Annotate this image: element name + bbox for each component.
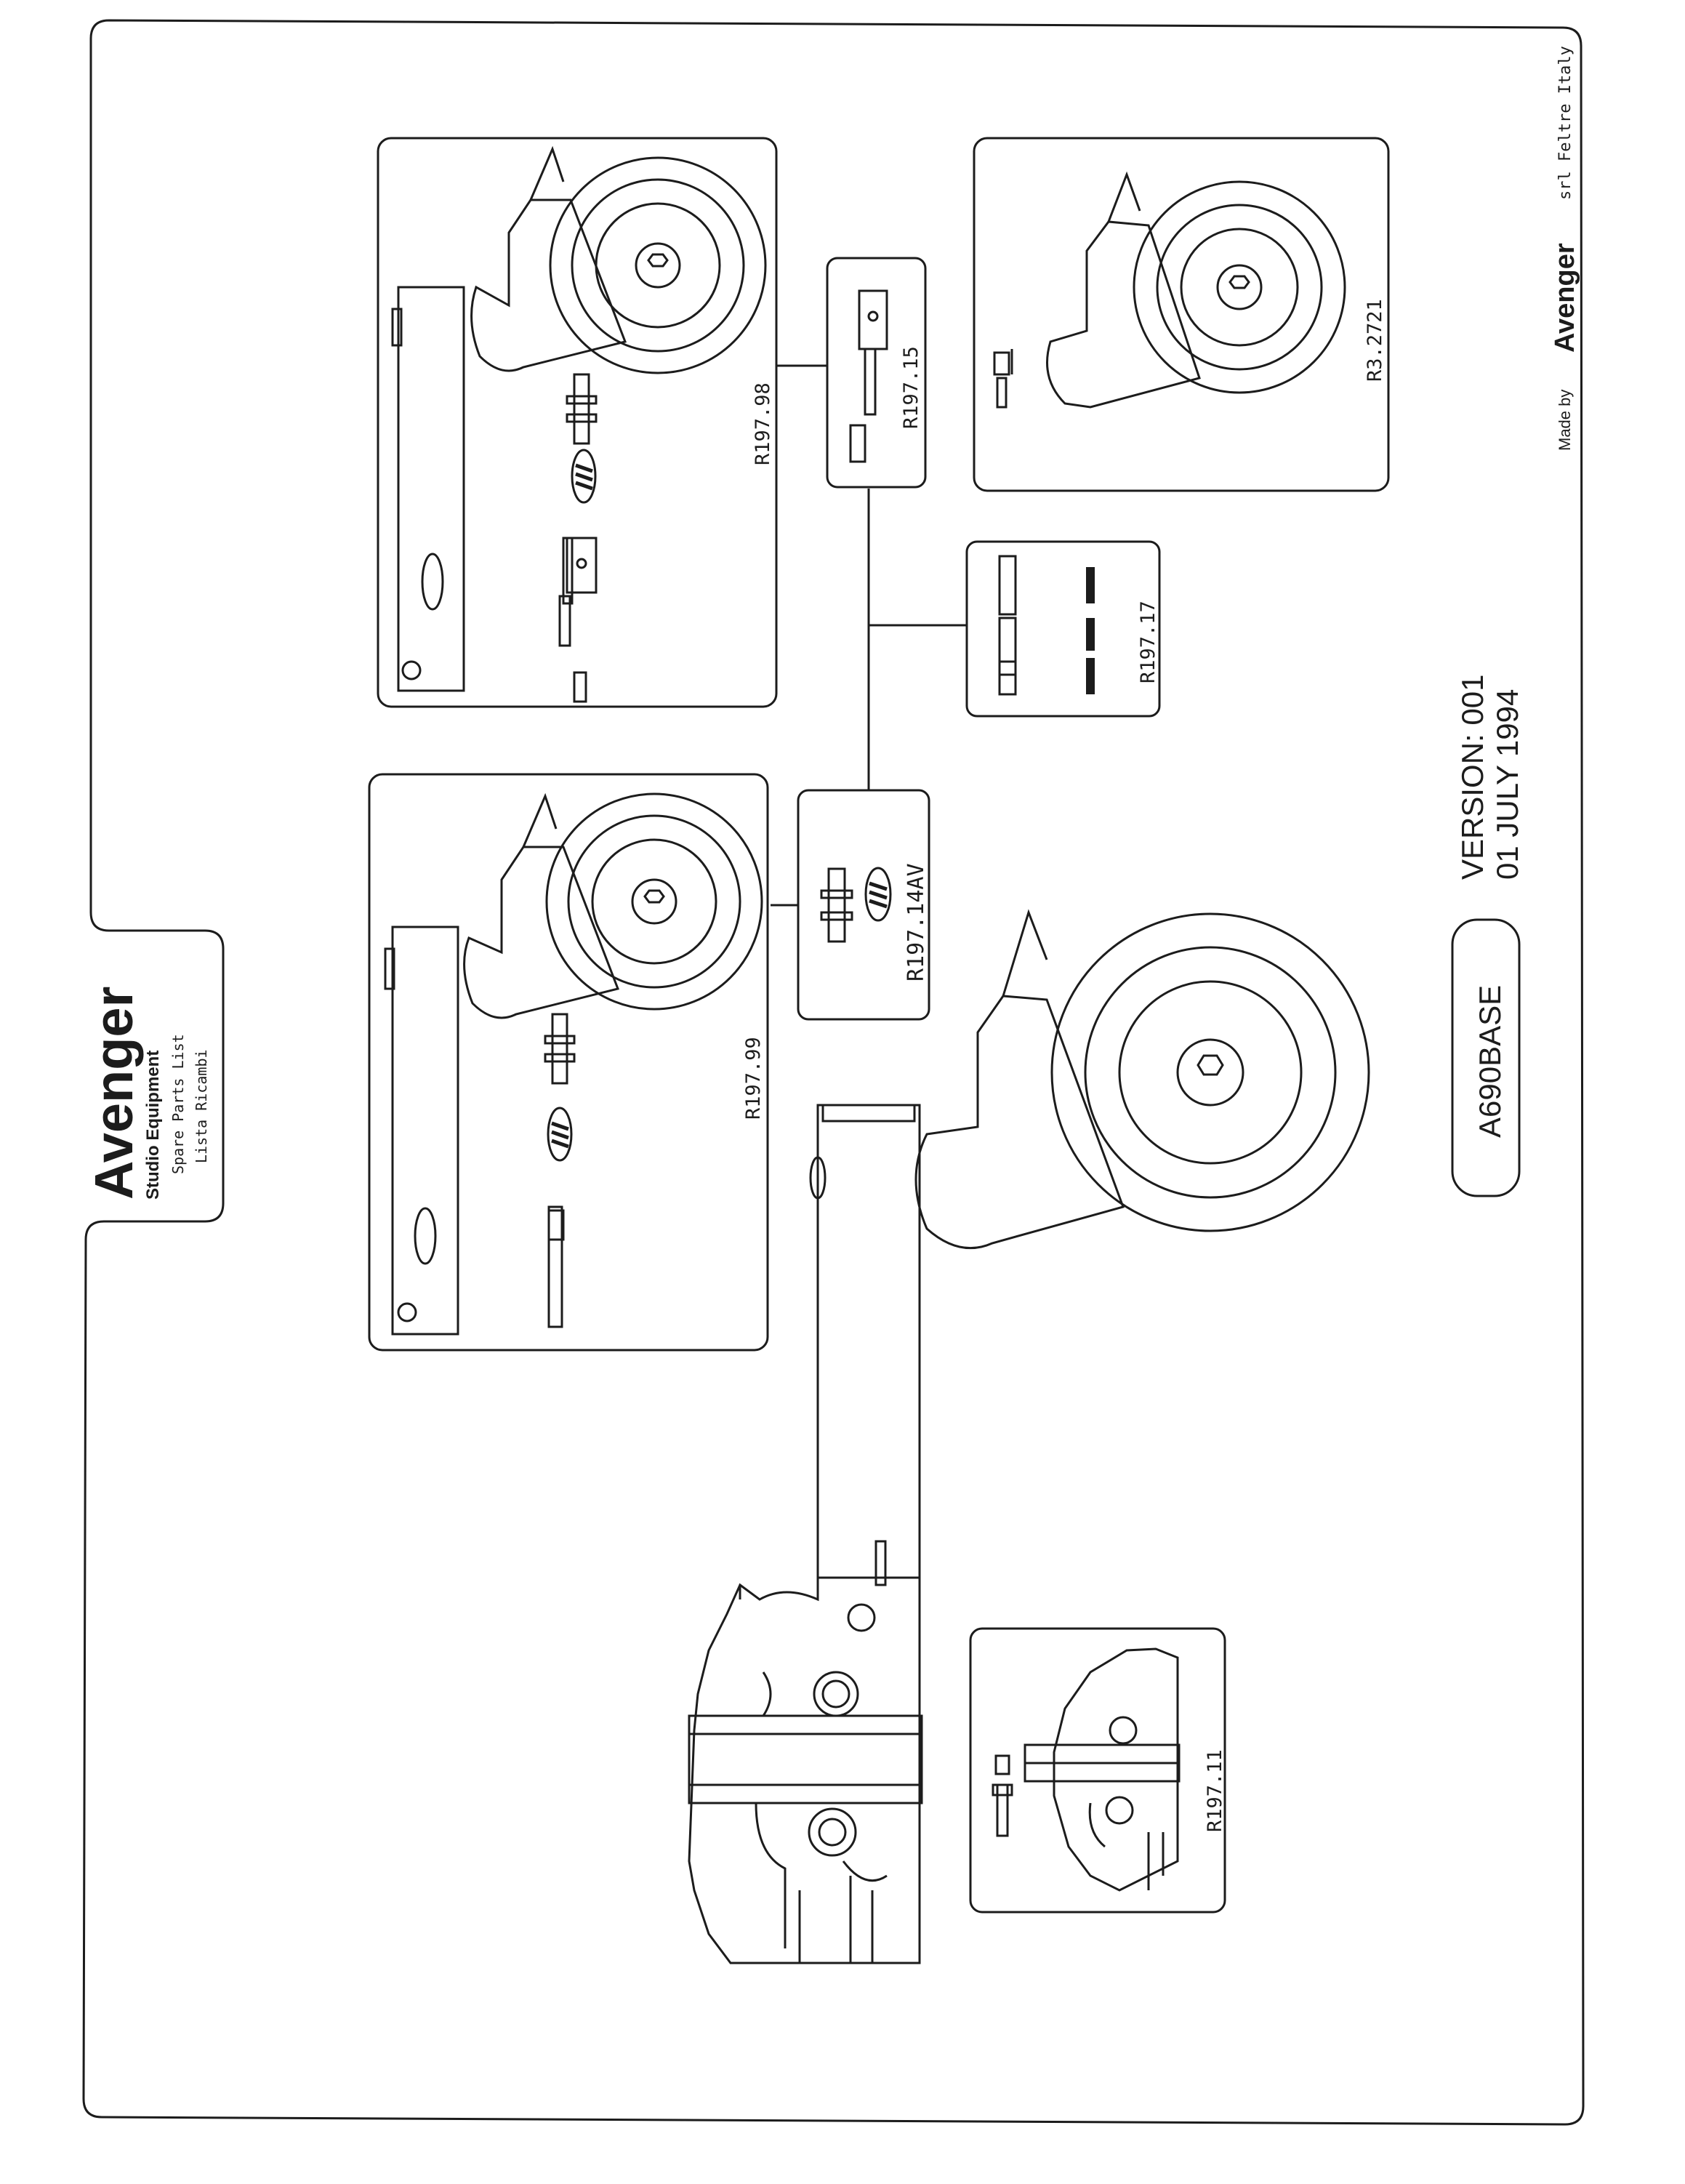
- part-code-r197-99: R197.99: [742, 1037, 765, 1120]
- connector-lines: [771, 364, 967, 907]
- title-block: Avenger Studio Equipment Spare Parts Lis…: [84, 987, 210, 1200]
- footer-credit: Made by Avenger srl Feltre Italy: [1550, 46, 1580, 451]
- version-label: VERSION: 001: [1455, 675, 1489, 880]
- part-code-r197-15: R197.15: [900, 346, 922, 429]
- part-code-r197-17: R197.17: [1137, 601, 1159, 683]
- maker-location: srl Feltre Italy: [1556, 46, 1575, 200]
- part-box-r197-15: [826, 257, 927, 489]
- part-box-r197-99: [368, 773, 769, 1352]
- part-code-r197-98: R197.98: [752, 382, 774, 465]
- page-border: [82, 19, 1585, 2126]
- part-code-r197-11: R197.11: [1204, 1749, 1226, 1832]
- part-box-r3-2721: [973, 137, 1390, 492]
- part-box-r197-11: [969, 1627, 1226, 1914]
- part-box-r197-17: [965, 540, 1161, 718]
- spare-parts-list-label: Spare Parts List: [169, 1034, 187, 1174]
- part-box-r197-14av: [797, 789, 930, 1021]
- brand-title: Avenger: [84, 987, 144, 1200]
- studio-equipment-label: Studio Equipment: [143, 1051, 163, 1200]
- main-assembly: [688, 909, 1370, 1964]
- model-code-badge: A690BASE: [1451, 918, 1521, 1197]
- lista-ricambi-label: Lista Ricambi: [193, 1049, 210, 1163]
- maker-brand: Avenger: [1550, 243, 1580, 353]
- version-date: 01 JULY 1994: [1490, 689, 1524, 880]
- part-code-r197-14av: R197.14AV: [904, 863, 929, 981]
- part-code-r3-2721: R3.2721: [1364, 299, 1386, 382]
- part-box-r197-98: [377, 137, 778, 708]
- model-code: A690BASE: [1473, 985, 1507, 1138]
- made-by-label: Made by: [1556, 390, 1574, 451]
